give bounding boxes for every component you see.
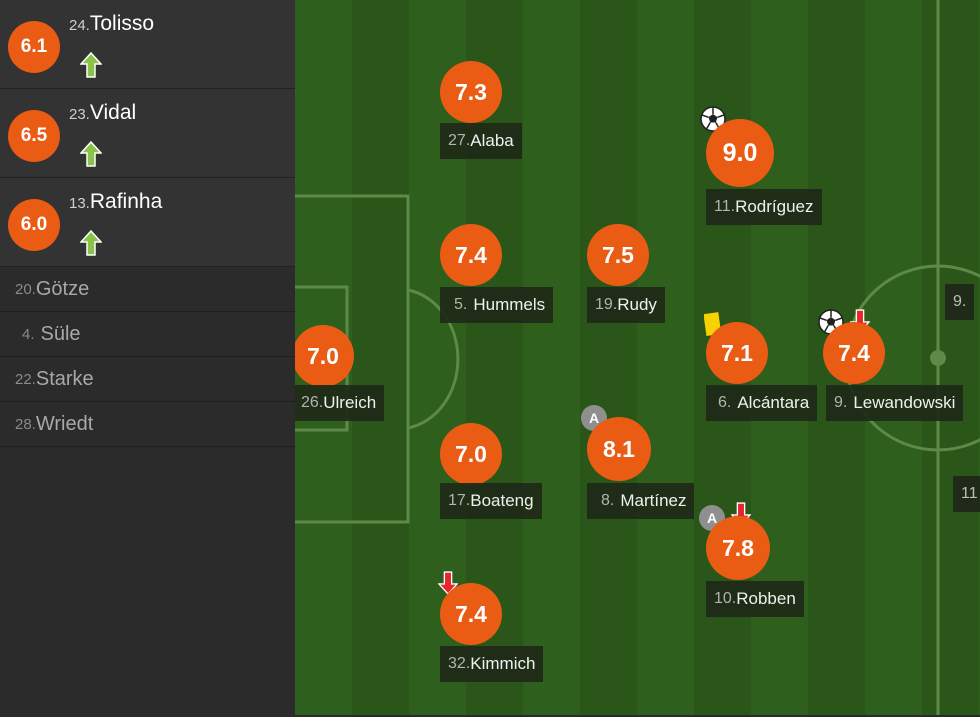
player-number: 11. <box>714 198 736 215</box>
player-label: 17.Boateng <box>440 483 542 519</box>
rating-badge: 7.8 <box>706 516 770 580</box>
panel-background <box>0 447 295 717</box>
player-label: 11.Rodríguez <box>706 189 822 225</box>
player-name: Alaba <box>470 131 514 150</box>
rating-badge: 7.3 <box>440 61 502 123</box>
rating-badge: 8.1 <box>587 417 651 481</box>
player-name: Wriedt <box>35 412 94 435</box>
rating-badge: 6.0 <box>8 199 60 251</box>
rating-badge: 7.4 <box>823 322 885 384</box>
player-label: 10.Robben <box>706 581 804 617</box>
player-label: 32.Kimmich <box>440 646 544 682</box>
player-label: 27.Alaba <box>440 123 522 159</box>
player-label: 5. Hummels <box>440 287 554 323</box>
player-label: 9. Lewandowski <box>826 385 964 421</box>
player-name: Starke <box>35 367 94 390</box>
player-number: 22. <box>15 370 36 388</box>
rating-badge: 7.1 <box>706 322 768 384</box>
player-number: 10. <box>714 590 737 607</box>
player-number: 28. <box>15 415 36 433</box>
player-name: Süle <box>40 322 81 345</box>
player-name: Lewandowski <box>853 393 956 412</box>
player-label: 19.Rudy <box>587 287 665 323</box>
player-number: 4. <box>22 325 35 343</box>
rating-badge: 6.1 <box>8 21 60 73</box>
player-name: Vidal <box>89 101 137 124</box>
rating-badge: 7.5 <box>587 224 649 286</box>
player-number: 27. <box>448 132 471 149</box>
opponent-player-label[interactable]: 9. <box>945 284 975 320</box>
player-number: 13. <box>69 195 90 212</box>
player-number: 6. <box>718 394 732 411</box>
player-name: Rodríguez <box>735 197 814 216</box>
substitutes-panel: 6.1 24.Tolisso 6.5 23.Vidal 6.0 13.Rafin… <box>0 0 295 717</box>
player-label: 6. Alcántara <box>706 385 818 421</box>
player-name: Robben <box>736 589 796 608</box>
arrow-up-icon <box>80 52 102 78</box>
rating-badge: 7.0 <box>295 325 354 387</box>
player-number: 20. <box>15 280 36 298</box>
player-name: Boateng <box>470 491 534 510</box>
captain-badge: A <box>581 405 607 431</box>
player-number: 11 <box>961 485 978 502</box>
substitute-row[interactable]: 6.1 24.Tolisso <box>0 0 295 89</box>
player-name: Alcántara <box>737 393 810 412</box>
substitute-row[interactable]: 6.0 13.Rafinha <box>0 178 295 267</box>
player-label: 26.Ulreich <box>295 385 385 421</box>
rating-badge: 7.4 <box>440 583 502 645</box>
opponent-player-label[interactable]: 11 <box>953 476 980 512</box>
rating-badge: 7.0 <box>440 423 502 485</box>
player-number: 19. <box>595 296 618 313</box>
player-number: 24. <box>69 17 90 34</box>
rating-badge: 9.0 <box>706 119 774 187</box>
player-label: 8. Martínez <box>587 483 695 519</box>
player-name: Tolisso <box>89 12 155 35</box>
player-number: 23. <box>69 106 90 123</box>
player-name: Götze <box>35 277 90 300</box>
pitch: 7.0 26.Ulreich 7.3 27.Alaba 7.4 5. Hummel… <box>295 0 980 715</box>
player-number: 26. <box>301 394 324 411</box>
player-name: Hummels <box>473 295 546 314</box>
player-number: 8. <box>601 492 615 509</box>
rating-badge: 7.4 <box>440 224 502 286</box>
player-number: 9. <box>834 394 848 411</box>
player-name: Kimmich <box>470 654 536 673</box>
substitute-row[interactable]: 6.5 23.Vidal <box>0 89 295 178</box>
player-name: Rudy <box>617 295 657 314</box>
player-name: Rafinha <box>89 190 163 213</box>
player-number: 9. <box>953 293 967 310</box>
player-number: 5. <box>454 296 468 313</box>
player-number: 17. <box>448 492 471 509</box>
player-name: Martínez <box>620 491 687 510</box>
player-name: Ulreich <box>323 393 377 412</box>
player-number: 32. <box>448 655 471 672</box>
rating-badge: 6.5 <box>8 110 60 162</box>
arrow-up-icon <box>80 230 102 256</box>
arrow-up-icon <box>80 141 102 167</box>
bench-player-row[interactable]: 28.Wriedt <box>0 402 295 447</box>
bench-player-row[interactable]: 20.Götze <box>0 267 295 312</box>
bench-player-row[interactable]: 22.Starke <box>0 357 295 402</box>
bench-player-row[interactable]: 4. Süle <box>0 312 295 357</box>
